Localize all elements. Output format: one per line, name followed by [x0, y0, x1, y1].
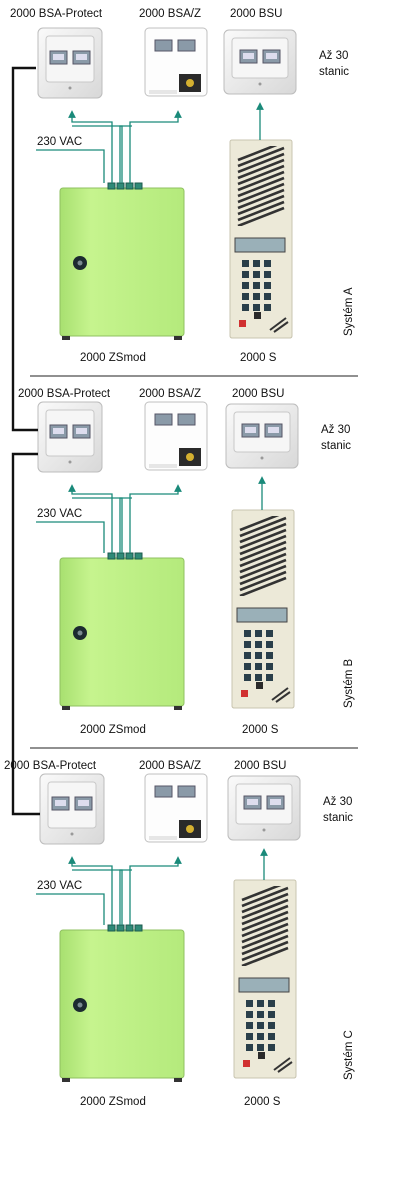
system-block-2 — [36, 773, 320, 1082]
bsu-label: 2000 BSU — [230, 8, 283, 20]
bsa-protect-label: 2000 BSA-Protect — [10, 8, 103, 20]
bsu-socket — [227, 775, 301, 841]
zsmod-label: 2000 ZSmod — [80, 724, 146, 736]
bsu-label: 2000 BSU — [232, 388, 285, 400]
zsmod-label: 2000 ZSmod — [80, 1096, 146, 1108]
bsu-socket — [225, 403, 299, 469]
s-label: 2000 S — [240, 352, 277, 364]
stations-label-line2: stanic — [323, 812, 354, 824]
link-to-bsaz — [129, 484, 182, 553]
system-label: Systém A — [343, 287, 355, 336]
zsmod-label: 2000 ZSmod — [80, 352, 146, 364]
link-internal — [119, 869, 132, 925]
vac-feed-line — [36, 893, 105, 925]
bsu-label: 2000 BSU — [234, 760, 287, 772]
bsu-socket — [223, 29, 297, 95]
s-label: 2000 S — [242, 724, 279, 736]
stations-label-line1: Až 30 — [321, 424, 351, 436]
system-label: Systém C — [343, 1030, 355, 1080]
link-to-bsa-protect — [68, 484, 113, 553]
link-to-bsa-protect-2 — [72, 497, 123, 553]
bsaz-label: 2000 BSA/Z — [139, 388, 202, 400]
link-internal — [119, 125, 132, 183]
bsa-protect-socket — [37, 27, 103, 99]
stations-label-line1: Až 30 — [319, 50, 349, 62]
intercom-station — [206, 120, 316, 339]
system-block-0 — [30, 27, 358, 377]
link-to-bsa-protect — [68, 110, 113, 183]
bsa-protect-socket — [39, 773, 105, 845]
vac-label: 230 VAC — [37, 880, 83, 892]
s-label: 2000 S — [244, 1096, 281, 1108]
bsa-protect-label: 2000 BSA-Protect — [4, 760, 97, 772]
vac-feed-line — [36, 149, 105, 183]
bsa-protect-label: 2000 BSA-Protect — [18, 388, 111, 400]
zsmod-cabinet — [59, 924, 185, 1082]
vac-feed-line — [36, 521, 105, 553]
link-internal — [119, 497, 132, 553]
bsaz-module — [144, 773, 208, 843]
link-to-bsa-protect-2 — [72, 869, 123, 925]
bsaz-module — [144, 401, 208, 471]
stations-label-line1: Až 30 — [323, 796, 353, 808]
stations-label-line2: stanic — [319, 66, 350, 78]
bsaz-label: 2000 BSA/Z — [139, 8, 202, 20]
bus-line-b-c — [11, 452, 40, 816]
vac-label: 230 VAC — [37, 136, 83, 148]
zsmod-cabinet — [59, 182, 185, 340]
bsaz-module — [144, 27, 208, 97]
link-to-bsa-protect — [68, 856, 113, 925]
bus-line-a-b — [11, 66, 38, 432]
intercom-station — [208, 490, 318, 709]
link-to-bsaz — [129, 110, 182, 183]
intercom-station — [210, 860, 320, 1079]
stations-label-line2: stanic — [321, 440, 352, 452]
link-to-bsaz — [129, 856, 182, 925]
zsmod-cabinet — [59, 552, 185, 710]
system-label: Systém B — [343, 658, 355, 708]
bsa-protect-socket — [37, 401, 103, 473]
vac-label: 230 VAC — [37, 508, 83, 520]
system-block-1 — [30, 401, 358, 749]
bsaz-label: 2000 BSA/Z — [139, 760, 202, 772]
link-to-bsa-protect-2 — [72, 125, 123, 183]
